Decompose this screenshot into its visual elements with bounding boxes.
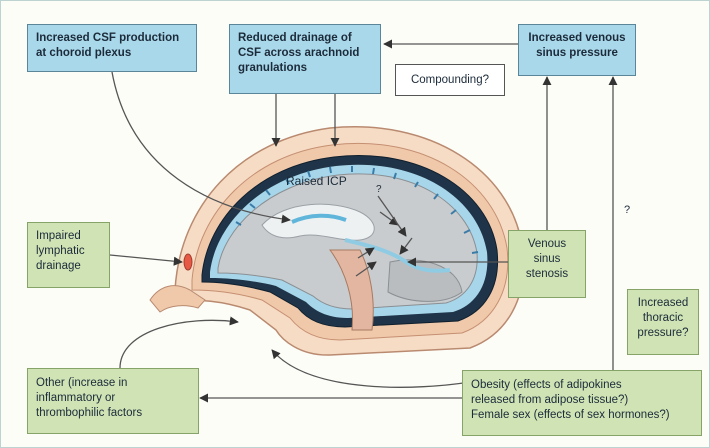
box-compounding: Compounding?	[395, 64, 505, 96]
arrow-obesity-to-head	[272, 350, 470, 387]
reduced-drainage-line-1: Reduced drainage of	[238, 31, 372, 46]
lymphatic-line-2: lymphatic	[36, 244, 101, 259]
arrow-lymphatic-to-node	[110, 255, 182, 262]
lymphatic-line-3: drainage	[36, 259, 101, 274]
box-obesity-female-sex: Obesity (effects of adipokines released …	[462, 370, 702, 436]
box-thoracic-pressure: Increased thoracic pressure?	[627, 289, 699, 355]
reduced-drainage-line-2: CSF across arachnoid	[238, 46, 372, 61]
thoracic-line-2: thoracic	[634, 311, 692, 326]
box-venous-sinus-stenosis: Venous sinus stenosis	[508, 230, 586, 298]
lymphatic-node	[184, 254, 192, 270]
venous-pressure-line-2: sinus pressure	[527, 46, 627, 61]
thoracic-line-1: Increased	[634, 296, 692, 311]
csf-production-line-2: at choroid plexus	[36, 46, 188, 61]
lymphatic-line-1: Impaired	[36, 229, 101, 244]
other-line-2: inflammatory or	[36, 391, 190, 406]
compounding-label: Compounding?	[404, 73, 496, 88]
box-other-factors: Other (increase in inflammatory or throm…	[27, 368, 199, 434]
arrow-other-to-head	[120, 320, 238, 368]
venous-pressure-line-1: Increased venous	[527, 31, 627, 46]
stenosis-line-2: sinus	[515, 252, 579, 267]
icp-question-mark: ?	[376, 184, 382, 195]
stenosis-line-1: Venous	[515, 237, 579, 252]
obesity-line-1: Obesity (effects of adipokines	[471, 378, 693, 393]
box-csf-production: Increased CSF production at choroid plex…	[27, 24, 197, 72]
box-venous-pressure: Increased venous sinus pressure	[518, 24, 636, 76]
box-reduced-drainage: Reduced drainage of CSF across arachnoid…	[229, 24, 381, 94]
other-line-3: thrombophilic factors	[36, 406, 190, 421]
stenosis-line-3: stenosis	[515, 267, 579, 282]
obesity-line-3: Female sex (effects of sex hormones?)	[471, 408, 693, 423]
other-line-1: Other (increase in	[36, 376, 190, 391]
obesity-line-2: released from adipose tissue?)	[471, 393, 693, 408]
reduced-drainage-line-3: granulations	[238, 61, 372, 76]
box-lymphatic-drainage: Impaired lymphatic drainage	[27, 222, 110, 288]
pressure-question-mark: ?	[624, 204, 630, 216]
csf-production-line-1: Increased CSF production	[36, 31, 188, 46]
raised-icp-label: Raised ICP	[286, 174, 347, 188]
thoracic-line-3: pressure?	[634, 326, 692, 341]
